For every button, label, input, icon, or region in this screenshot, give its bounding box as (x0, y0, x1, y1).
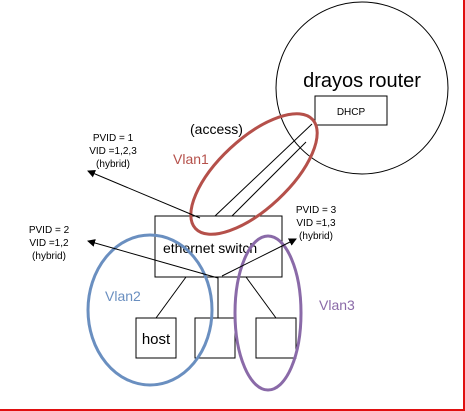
port-line-device-3 (245, 276, 277, 319)
vlan2-ellipse (86, 233, 214, 387)
router-circle (275, 1, 449, 175)
vlan1-label: Vlan1 (173, 151, 209, 167)
router-label: drayos router (303, 70, 421, 92)
host-label: host (142, 331, 171, 348)
arrow-port-config-2 (87, 239, 219, 279)
switch-label: ethernet switch (163, 240, 257, 256)
port-config-1-pvid: PVID = 1 (93, 133, 134, 144)
access-label: (access) (190, 121, 243, 137)
port-config-3-vid: VID =1,3 (296, 218, 336, 229)
port-config-3-pvid: PVID = 3 (296, 205, 337, 216)
vlan3-ellipse (233, 234, 303, 392)
port-config-1-mode: (hybrid) (96, 159, 130, 170)
port-line-host (155, 276, 187, 319)
port-config-2-pvid: PVID = 2 (29, 225, 70, 236)
vlan2-label: Vlan2 (105, 288, 141, 304)
arrow-port-config-1 (87, 170, 201, 219)
port-config-1-vid: VID =1,2,3 (89, 146, 137, 157)
port-config-1: PVID = 1 VID =1,2,3 (hybrid) (89, 133, 137, 170)
dhcp-box (314, 95, 388, 126)
port-config-2-mode: (hybrid) (32, 251, 66, 262)
vlan3-label: Vlan3 (319, 297, 355, 313)
device-box-3 (255, 317, 297, 359)
uplink-line-left (214, 123, 313, 217)
port-config-3: PVID = 3 VID =1,3 (hybrid) (296, 205, 337, 242)
port-config-3-mode: (hybrid) (299, 231, 333, 242)
vlan1-ellipse (189, 112, 319, 236)
host-box (135, 317, 177, 359)
uplink-line-right (231, 141, 307, 217)
dhcp-label: DHCP (337, 107, 366, 118)
port-config-2-vid: VID =1,2 (29, 238, 69, 249)
arrow-port-config-3 (221, 238, 297, 277)
port-config-2: PVID = 2 VID =1,2 (hybrid) (29, 225, 70, 262)
